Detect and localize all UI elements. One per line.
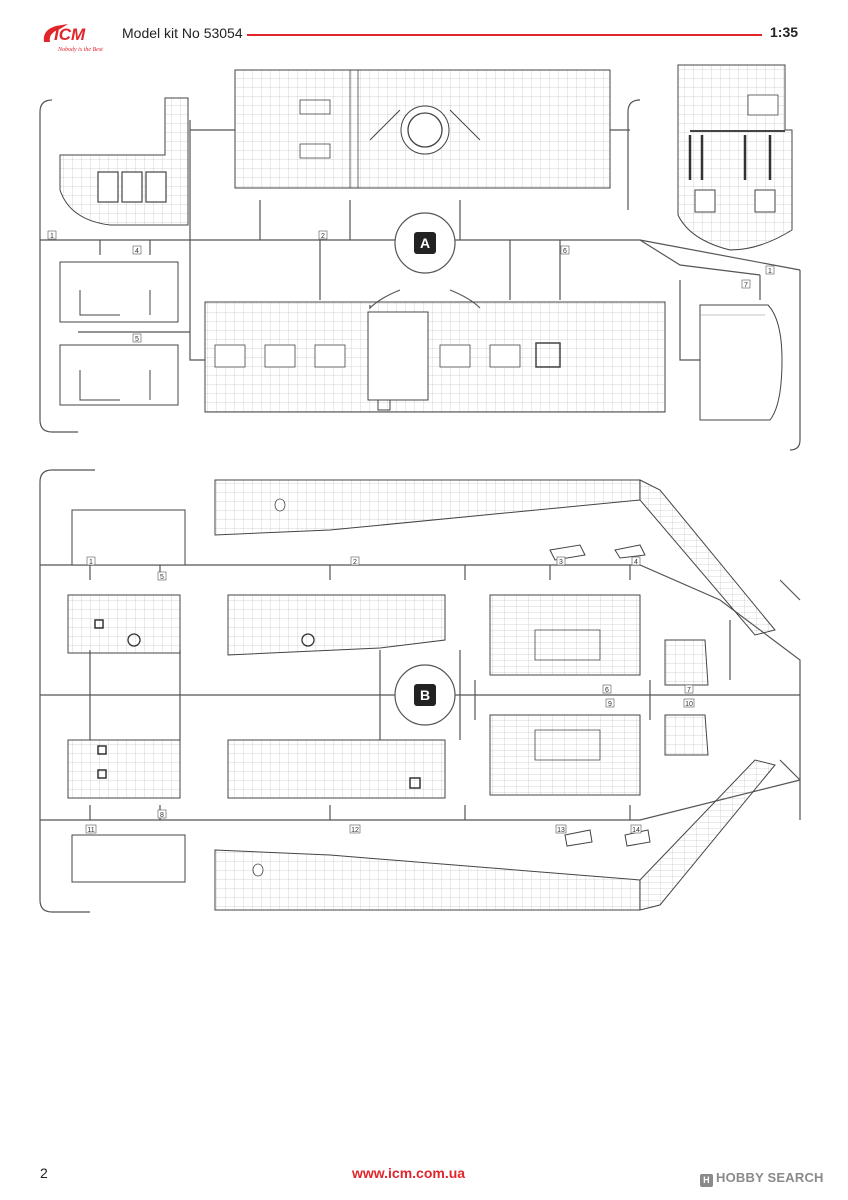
a-part-num-7: 7 — [744, 282, 748, 289]
part-b-lower-long-plate — [214, 759, 776, 911]
b-part-num-14: 14 — [632, 827, 640, 834]
b-part-num-2: 2 — [353, 559, 357, 566]
website-url[interactable]: www.icm.com.ua — [352, 1165, 466, 1181]
icm-logo-mark: ICM Nobody is the Best — [43, 24, 103, 53]
logo-text: ICM — [54, 25, 86, 44]
a-part-num-4: 4 — [135, 248, 139, 255]
page-number: 2 — [40, 1165, 48, 1181]
icm-logo: ICM Nobody is the Best — [38, 20, 116, 54]
b-part-num-7: 7 — [687, 687, 691, 694]
b-part-num-6: 6 — [605, 687, 609, 694]
b-part-num-5: 5 — [160, 574, 164, 581]
hobby-search-logo-icon: H — [700, 1174, 713, 1187]
part-b-upper-rail — [67, 594, 446, 656]
logo-slogan: Nobody is the Best — [57, 47, 103, 53]
header-rule — [247, 34, 762, 36]
part-b-small-brackets — [549, 544, 651, 847]
b-part-num-12: 12 — [351, 827, 359, 834]
part-a-right-turret — [677, 64, 793, 251]
b-part-num-8: 8 — [160, 812, 164, 819]
sprue-diagram: A 1 2 4 5 6 7 1 — [0, 60, 848, 1160]
sprue-b-badge: B — [394, 664, 456, 726]
part-b-left-frames — [71, 509, 186, 883]
b-part-num-9: 9 — [608, 701, 612, 708]
part-b-upper-long-plate — [214, 479, 776, 636]
b-part-num-10: 10 — [685, 701, 693, 708]
part-a-right-cover — [699, 304, 783, 421]
sprue-b-part-numbers: 1 2 3 4 5 6 7 8 9 10 11 12 13 1 — [85, 556, 695, 834]
sprue-a-badge: A — [394, 212, 456, 274]
a-part-num-2: 2 — [321, 233, 325, 240]
a-part-num-1-right: 1 — [768, 268, 772, 275]
part-a-upper-plate — [234, 69, 611, 189]
part-a-left-frames — [59, 261, 179, 406]
a-part-num-1: 1 — [50, 233, 54, 240]
b-part-num-3: 3 — [559, 559, 563, 566]
page-header: ICM Nobody is the Best Model kit No 5305… — [0, 0, 848, 60]
sprue-b-letter: B — [420, 687, 430, 703]
part-a-side-box — [59, 97, 189, 226]
part-b-lower-rail — [67, 739, 446, 799]
sprue-a-letter: A — [420, 235, 430, 251]
a-part-num-6: 6 — [563, 248, 567, 255]
b-part-num-11: 11 — [87, 827, 94, 834]
sprue-a-part-numbers: 1 2 4 5 6 7 1 — [47, 230, 775, 343]
b-part-num-4: 4 — [634, 559, 638, 566]
sprue-b — [39, 469, 801, 913]
kit-title: Model kit No 53054 — [122, 25, 243, 41]
part-b-grid-plates — [489, 594, 709, 796]
watermark-text: HOBBY SEARCH — [716, 1170, 824, 1185]
a-part-num-5: 5 — [135, 336, 139, 343]
b-part-num-13: 13 — [557, 827, 565, 834]
b-part-num-1: 1 — [89, 559, 93, 566]
sprue-drawing: A 1 2 4 5 6 7 1 — [39, 64, 801, 913]
scale-label: 1:35 — [770, 24, 799, 40]
part-a-lower-plate — [204, 301, 666, 413]
